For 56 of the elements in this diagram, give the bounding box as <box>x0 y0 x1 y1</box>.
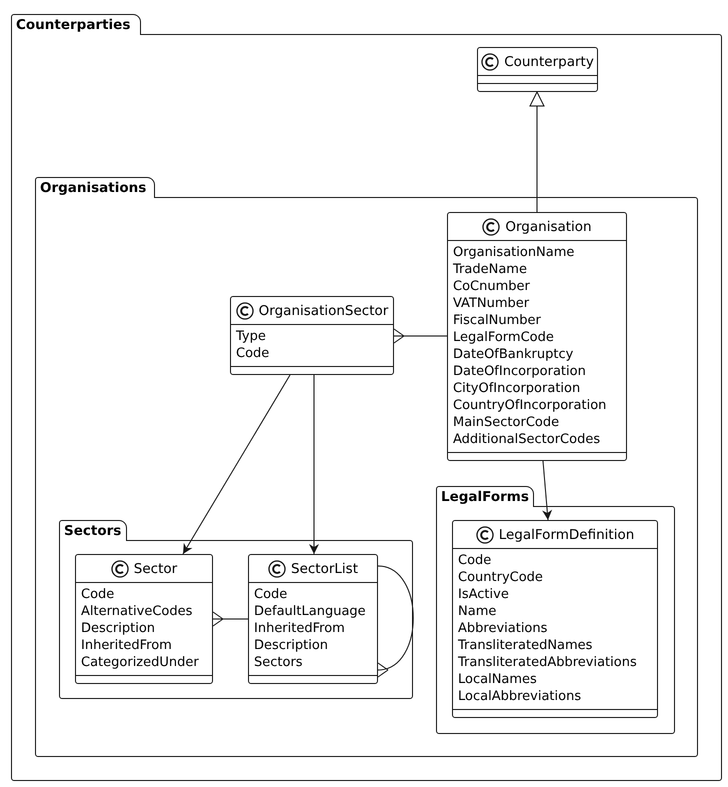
attribute-text: LocalAbbreviations <box>458 688 582 705</box>
attribute-text: Sectors <box>254 654 304 671</box>
attribute-text: Code <box>236 345 270 362</box>
package-tab: Organisations <box>35 177 155 198</box>
attribute-text: DefaultLanguage <box>254 603 367 620</box>
attribute-text: CountryCode <box>458 569 544 586</box>
connector <box>212 612 248 626</box>
attribute-text: Abbreviations <box>458 620 548 637</box>
attribute-text: OrganisationName <box>453 244 576 261</box>
connector <box>182 374 290 554</box>
class-name: LegalFormDefinition <box>498 526 634 542</box>
attribute-text: IsActive <box>458 586 510 603</box>
class-box <box>477 47 598 92</box>
attribute-text: LegalFormCode <box>453 329 555 346</box>
class-name: OrganisationSector <box>258 302 388 318</box>
attribute-text: LocalNames <box>458 671 538 688</box>
class-box <box>75 554 213 684</box>
attribute-text: Name <box>458 603 498 620</box>
connector <box>394 328 448 344</box>
attribute-text: DateOfIncorporation <box>453 363 587 380</box>
attribute-text: TradeName <box>453 261 528 278</box>
attribute-text: FiscalNumber <box>453 312 542 329</box>
attribute-text: TransliteratedAbbreviations <box>458 654 638 671</box>
connector <box>530 92 544 212</box>
class-box <box>452 520 658 718</box>
attribute-text: VATNumber <box>453 295 530 312</box>
class-box <box>248 554 378 684</box>
package-tab: Counterparties <box>11 14 141 35</box>
connector <box>376 566 414 678</box>
class-name: Counterparty <box>504 54 594 70</box>
class-box <box>230 296 394 375</box>
class-box <box>447 212 627 461</box>
package-tab: LegalForms <box>436 486 534 507</box>
attribute-text: AlternativeCodes <box>81 603 194 620</box>
class-name: Organisation <box>505 218 592 234</box>
attribute-text: Code <box>81 586 116 603</box>
attribute-text: Description <box>81 620 156 637</box>
attribute-text: InheritedFrom <box>81 637 173 654</box>
attribute-text: DateOfBankruptcy <box>453 346 574 363</box>
attribute-text: Code <box>254 586 288 603</box>
connector <box>542 460 552 520</box>
attribute-text: AdditionalSectorCodes <box>453 431 602 448</box>
attribute-text: CategorizedUnder <box>81 654 200 671</box>
class-name: Sector <box>134 560 178 576</box>
attribute-text: MainSectorCode <box>453 414 560 431</box>
package-tab: Sectors <box>59 520 127 541</box>
class-name: SectorList <box>291 560 358 576</box>
attribute-text: Description <box>254 637 330 654</box>
attribute-text: Type <box>236 328 267 345</box>
attribute-text: InheritedFrom <box>254 620 346 637</box>
connector <box>309 374 319 554</box>
attribute-text: TransliteratedNames <box>458 637 594 654</box>
attribute-text: CoCnumber <box>453 278 531 295</box>
attribute-text: CountryOfIncorporation <box>453 397 608 414</box>
attribute-text: Code <box>458 552 492 569</box>
attribute-text: CityOfIncorporation <box>453 380 582 397</box>
